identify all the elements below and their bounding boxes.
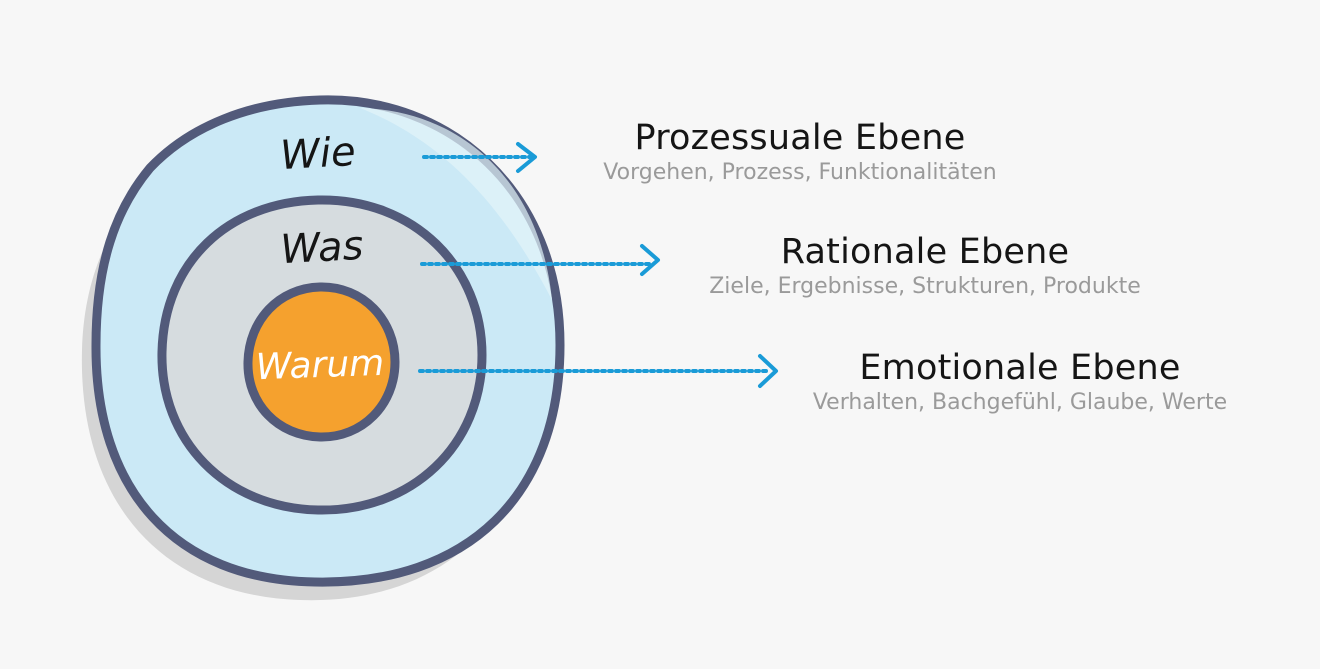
arrow-emotionale (418, 354, 778, 388)
level-emotionale: Emotionale Ebene Verhalten, Bachgefühl, … (770, 348, 1270, 416)
level-subtitle: Vorgehen, Prozess, Funktionalitäten (603, 160, 997, 185)
level-prozessuale: Prozessuale Ebene Vorgehen, Prozess, Fun… (560, 118, 1040, 186)
arrow-prozessuale (422, 142, 537, 173)
level-title: Rationale Ebene (780, 232, 1070, 272)
outer-ring-label: Wie (279, 129, 357, 179)
level-rationale: Rationale Ebene Ziele, Ergebnisse, Struk… (670, 232, 1180, 300)
level-title: Prozessuale Ebene (634, 118, 966, 158)
outer-ring-highlight (360, 108, 552, 300)
level-subtitle: Ziele, Ergebnisse, Strukturen, Produkte (709, 274, 1141, 299)
arrow-rationale (420, 244, 660, 276)
inner-circle (243, 282, 400, 442)
middle-ring-label: Was (279, 223, 364, 273)
level-subtitle: Verhalten, Bachgefühl, Glaube, Werte (812, 390, 1228, 415)
level-title: Emotionale Ebene (859, 348, 1181, 388)
inner-circle-label: Warum (255, 343, 385, 388)
